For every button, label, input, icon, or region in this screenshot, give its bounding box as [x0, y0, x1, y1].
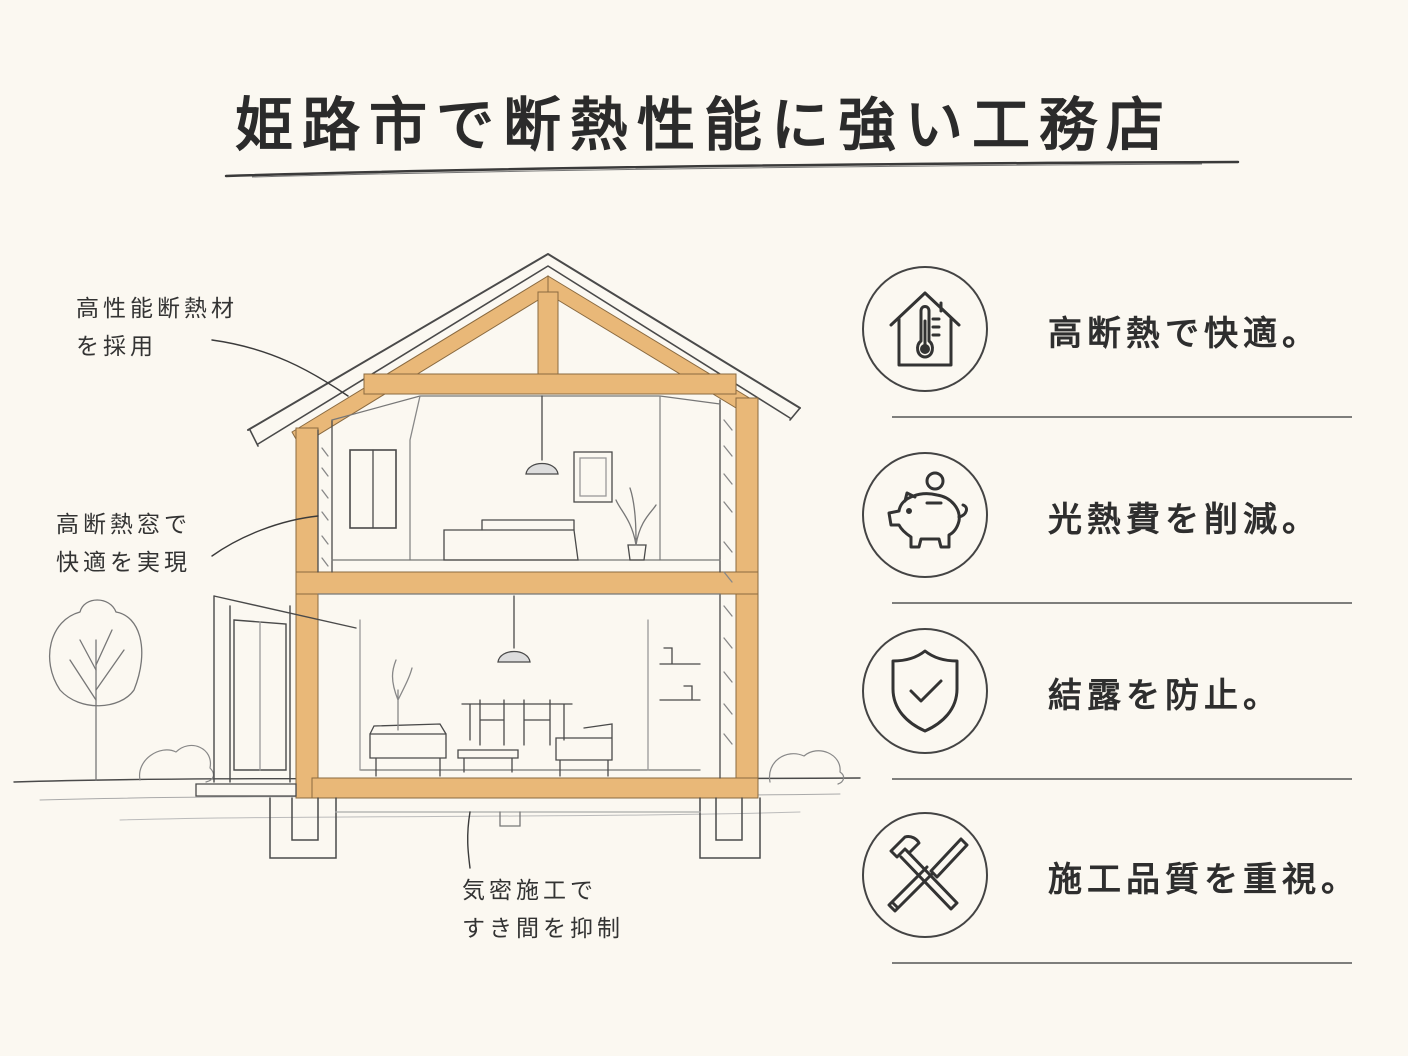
- shrub-sketch-right: [768, 750, 845, 785]
- feature-icon-circle: [862, 628, 988, 754]
- feature-divider: [892, 602, 1352, 604]
- callout-airtight-line1: 気密施工で: [462, 878, 597, 904]
- callout-leader-airtight: [467, 811, 471, 869]
- feature-divider: [892, 962, 1352, 964]
- feature-label: 光熱費を削減。: [1048, 500, 1321, 540]
- feature-icon-circle: [862, 266, 988, 392]
- callout-airtight: 気密施工で すき間を抑制: [462, 872, 624, 948]
- callout-airtight-line2: すき間を抑制: [462, 916, 624, 942]
- feature-condensation-prevention: 結露を防止。: [862, 628, 1362, 780]
- feature-high-insulation: 高断熱で快適。: [862, 266, 1362, 418]
- callout-leader-window: [211, 515, 319, 557]
- feature-construction-quality: 施工品質を重視。: [862, 812, 1362, 964]
- callout-window-line2: 快適を実現: [56, 550, 191, 576]
- title-underline: [224, 160, 1240, 178]
- page-title: 姫路市で断熱性能に強い工務店: [234, 91, 1173, 159]
- feature-label: 結露を防止。: [1048, 676, 1282, 716]
- hammer-chisel-icon: [887, 835, 969, 913]
- shrub-sketch-left: [139, 744, 215, 783]
- piggy-bank-icon: [887, 471, 968, 549]
- feature-energy-savings: 光熱費を削減。: [862, 452, 1362, 604]
- tree-sketch: [48, 599, 143, 781]
- feature-divider: [892, 778, 1352, 780]
- callout-insulation-line1: 高性能断熱材: [76, 296, 238, 322]
- house-thermometer-icon: [889, 291, 961, 367]
- callout-window: 高断熱窓で 快適を実現: [56, 506, 191, 582]
- feature-icon-circle: [862, 452, 988, 578]
- callout-window-line1: 高断熱窓で: [56, 512, 191, 538]
- callout-insulation-line2: を採用: [76, 334, 157, 360]
- feature-label: 高断熱で快適。: [1048, 314, 1321, 354]
- house-cross-section-illustration: [13, 253, 861, 869]
- shield-check-icon: [891, 649, 959, 733]
- feature-divider: [892, 416, 1352, 418]
- callout-insulation: 高性能断熱材 を採用: [76, 290, 238, 366]
- feature-icon-circle: [862, 812, 988, 938]
- feature-label: 施工品質を重視。: [1048, 860, 1360, 900]
- callout-leader-insulation: [211, 339, 349, 397]
